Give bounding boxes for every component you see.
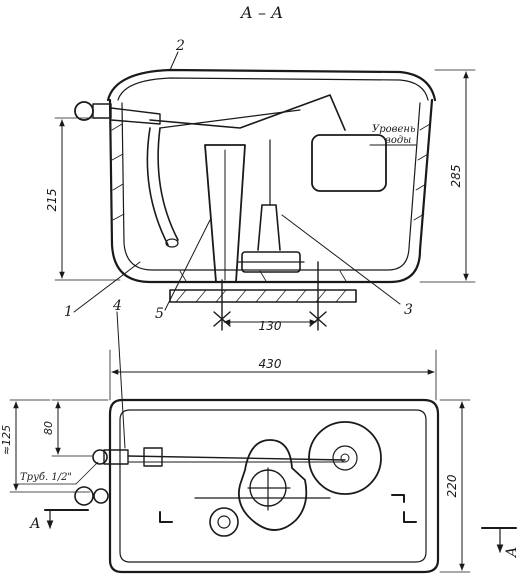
tank-outline-plan: [108, 398, 440, 574]
float-plan: [308, 421, 382, 495]
overflow-pipe: [204, 144, 246, 283]
section-title: А – А: [240, 3, 283, 22]
dim-height-total: 285: [449, 165, 463, 188]
plan-view: Труб. 1/2" 80 ≈125 220 А А: [0, 398, 520, 574]
dim-bolt-spacing: 130: [259, 319, 282, 333]
dim-length: 430: [259, 357, 282, 371]
dim-height-inner: 215: [45, 189, 59, 212]
dim-offset-125: ≈125: [0, 425, 13, 455]
water-level-label-1: Уровень: [372, 124, 415, 135]
section-mark-right: А: [504, 547, 520, 559]
label-1: 1: [64, 304, 73, 320]
float: [311, 134, 387, 192]
label-5: 5: [155, 306, 164, 322]
label-3: 3: [404, 302, 413, 318]
refill-tube: [146, 127, 169, 246]
section-mark-left: А: [29, 516, 41, 532]
flush-assembly-plan: [237, 439, 308, 531]
base-plate: [169, 289, 357, 303]
label-4: 4: [112, 298, 122, 314]
water-level-label-2: воды: [385, 135, 411, 146]
dim-width: 220: [445, 474, 459, 497]
dim-offset-80: 80: [42, 421, 55, 435]
section-view: Уровень воды 2 1 5 3 4 285 215 130 430: [45, 38, 476, 449]
inlet-nut: [74, 101, 94, 121]
flush-valve: [257, 204, 281, 251]
float-lever: [149, 94, 346, 131]
label-2: 2: [175, 38, 185, 54]
inlet-fitting: [92, 449, 108, 465]
pipe-label: Труб. 1/2": [20, 472, 72, 483]
tank-body: [108, 98, 434, 284]
lid: [106, 68, 437, 102]
